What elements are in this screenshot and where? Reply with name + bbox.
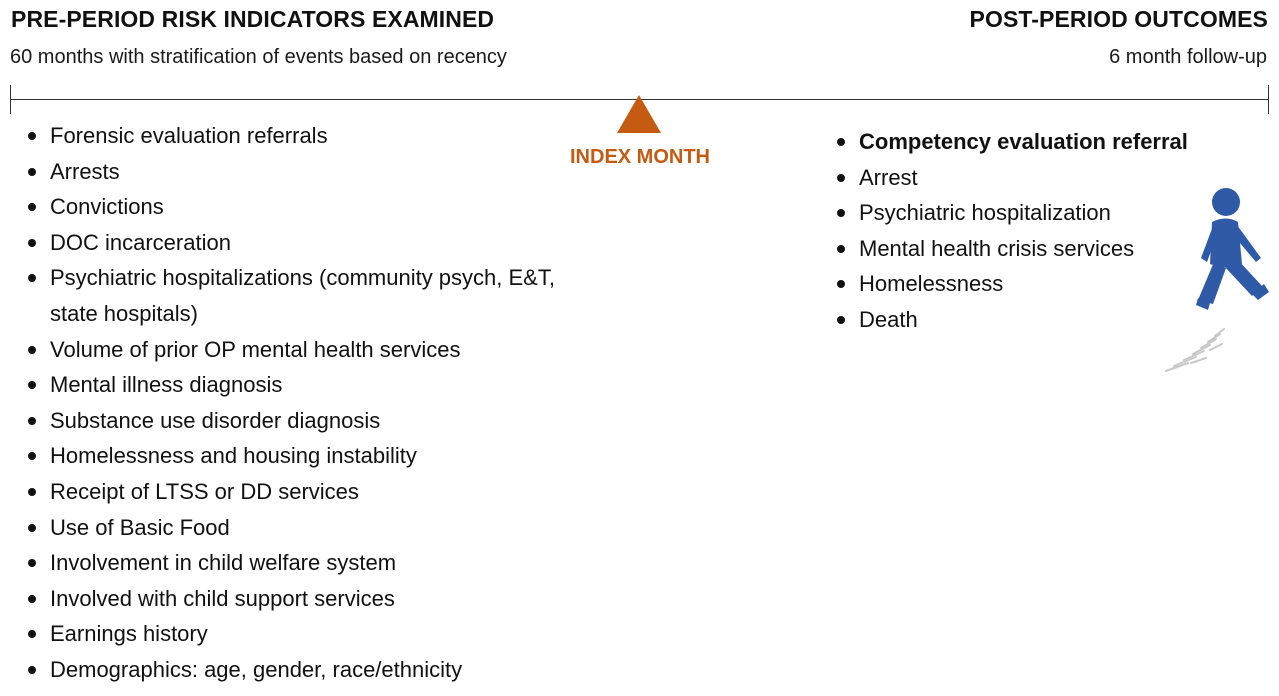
pre-period-title: PRE-PERIOD RISK INDICATORS EXAMINED [11,6,495,32]
pre-period-list: Forensic evaluation referrals Arrests Co… [27,118,587,688]
list-item: Convictions [27,189,587,225]
list-item: Forensic evaluation referrals [27,118,587,154]
list-item: Psychiatric hospitalization [836,195,1276,231]
walking-person-icon [1165,188,1269,372]
list-item: Receipt of LTSS or DD services [27,474,587,510]
list-item: Homelessness and housing instability [27,438,587,474]
list-item-primary-outcome: Competency evaluation referral [836,124,1276,160]
list-item: Demographics: age, gender, race/ethnicit… [27,652,587,688]
list-item: Homelessness [836,266,1276,302]
index-month-label: INDEX MONTH [570,146,710,168]
list-item: Arrests [27,154,587,190]
list-item: Mental illness diagnosis [27,367,587,403]
index-month-triangle-icon [617,95,661,133]
post-period-title: POST-PERIOD OUTCOMES [969,6,1268,32]
list-item: DOC incarceration [27,225,587,261]
list-item: Arrest [836,160,1276,196]
timeline-start-tick [10,85,11,114]
list-item: Mental health crisis services [836,231,1276,267]
post-period-list: Competency evaluation referral Arrest Ps… [836,124,1276,338]
list-item: Substance use disorder diagnosis [27,403,587,439]
list-item: Earnings history [27,616,587,652]
timeline-end-tick [1268,85,1269,114]
list-item: Psychiatric hospitalizations (community … [27,260,587,331]
list-item: Involvement in child welfare system [27,545,587,581]
pre-period-subtitle: 60 months with stratification of events … [10,46,507,68]
list-item: Death [836,302,1276,338]
list-item: Use of Basic Food [27,510,587,546]
post-period-subtitle: 6 month follow-up [1109,46,1267,68]
list-item: Volume of prior OP mental health service… [27,332,587,368]
list-item: Involved with child support services [27,581,587,617]
